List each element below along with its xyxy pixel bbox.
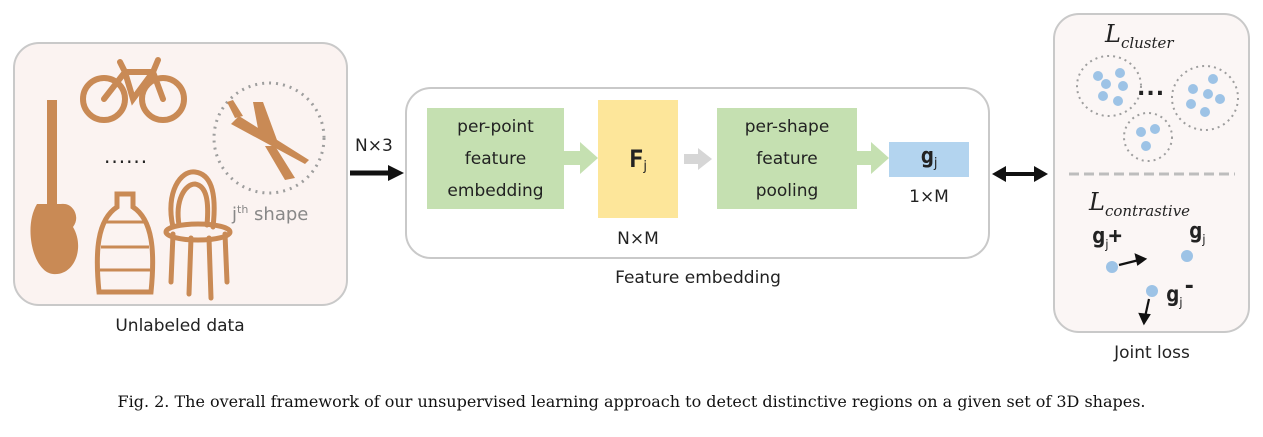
input-arrow (350, 165, 404, 181)
contrastive-sub: contrastive (1104, 201, 1191, 220)
jth-shape-label: jth shape (232, 203, 308, 225)
chair-shape (163, 169, 233, 301)
pull-arrow (1118, 258, 1140, 267)
gpos-sub: j (1105, 237, 1109, 252)
ganchor-sub: j (1202, 232, 1206, 247)
g-symbol: g (920, 144, 934, 169)
contrastive-loss-title: Lcontrastive (1089, 188, 1190, 220)
gneg-sign: - (1182, 274, 1196, 299)
g-positive-label: gj+ (1092, 224, 1122, 251)
F-symbol: F (628, 145, 644, 173)
bicycle-shape (80, 57, 187, 123)
green-arrow-1 (564, 142, 598, 174)
ellipsis-dots: ...... (104, 144, 149, 168)
airplane-shape (227, 100, 309, 180)
cluster-ring-3 (1123, 112, 1173, 162)
gneg-g: g (1166, 282, 1180, 308)
cluster-loss-title: Lcluster (1105, 20, 1174, 52)
cluster-illustration (1069, 55, 1239, 326)
guitar-shape (30, 100, 79, 275)
gpos-g: g (1092, 224, 1106, 249)
cluster-L: L (1105, 20, 1121, 48)
jth-shape-j: j (232, 204, 238, 225)
jth-shape-text: shape (248, 204, 309, 225)
gneg-sub: j (1179, 295, 1183, 310)
contrastive-L: L (1089, 188, 1105, 216)
cluster-sub: cluster (1120, 33, 1174, 52)
double-arrow (992, 166, 1048, 182)
per-shape-pooling-block: per-shape feature pooling (717, 108, 857, 209)
cluster-ring-1 (1076, 55, 1142, 117)
F-dims-label: N×M (617, 229, 659, 249)
bottle-shape (94, 191, 156, 295)
gpos-sign: + (1108, 224, 1122, 249)
ganchor-g: g (1189, 219, 1203, 244)
cluster-ring-2 (1171, 65, 1239, 131)
negative-point (1146, 285, 1158, 297)
green-arrow-2 (857, 142, 889, 174)
F-subscript: j (643, 158, 648, 174)
figure-caption: Fig. 2. The overall framework of our uns… (117, 392, 1146, 411)
selected-shape-circle (212, 81, 326, 195)
gray-arrow (684, 148, 712, 170)
input-dims-label: N×3 (355, 136, 393, 156)
feature-embedding-caption: Feature embedding (615, 268, 781, 288)
g-anchor-label: gj (1189, 219, 1206, 246)
unlabeled-data-caption: Unlabeled data (115, 316, 245, 336)
positive-point (1106, 261, 1118, 273)
g-negative-label: gj- (1166, 274, 1196, 310)
cluster-ellipsis: ... (1137, 76, 1166, 101)
g-dims-label: 1×M (909, 187, 949, 207)
per-point-embedding-block: per-point feature embedding (427, 108, 564, 209)
g-subscript: j (933, 156, 938, 171)
joint-loss-caption: Joint loss (1114, 343, 1190, 363)
input-shapes-illustration (30, 57, 326, 301)
anchor-point (1181, 250, 1193, 262)
jth-shape-sup: th (237, 203, 249, 216)
